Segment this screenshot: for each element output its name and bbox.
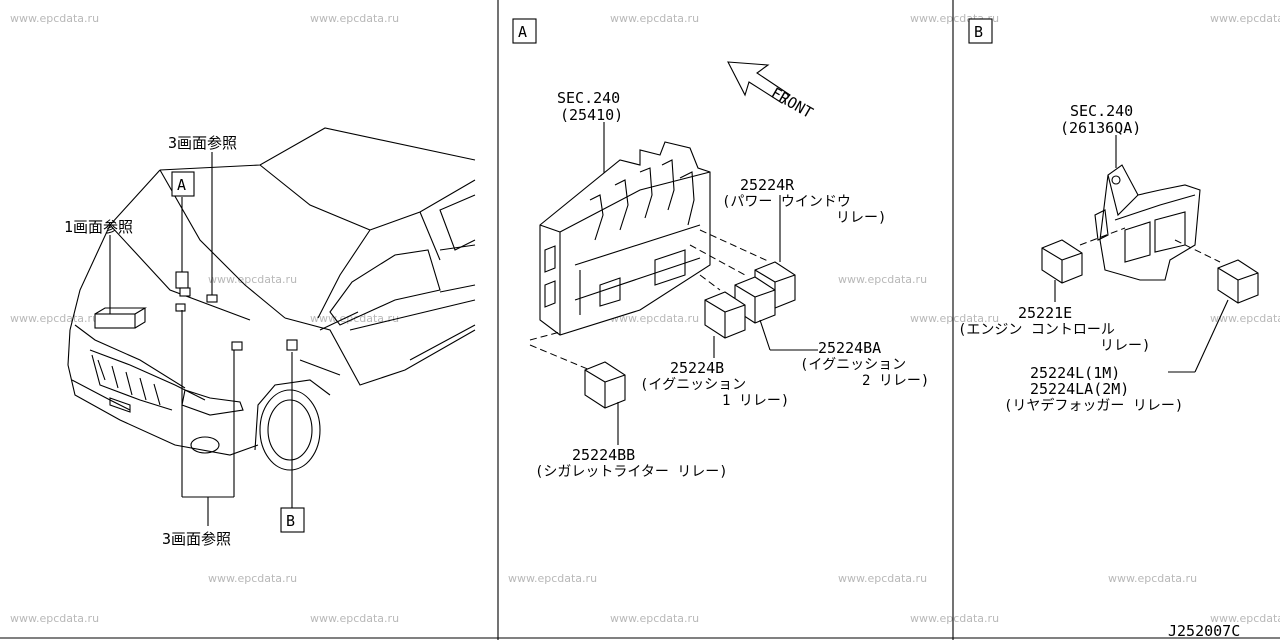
part-25224l-number: 25224L(1M) <box>1030 364 1120 382</box>
sec-part-b: (26136QA) <box>1060 119 1141 137</box>
car-illustration <box>67 127 476 471</box>
panel-b-box-label: B <box>974 23 983 41</box>
panel-a-box-label: A <box>518 23 527 41</box>
box-b-marker-label: B <box>286 512 295 530</box>
sec-part-a: (25410) <box>560 106 623 124</box>
part-25224la-number: 25224LA(2M) <box>1030 380 1129 398</box>
ref-bottom-label: 3画面参照 <box>162 530 231 548</box>
relays-a <box>584 261 796 409</box>
front-label: FRONT <box>768 84 816 122</box>
part-25224ba-desc-1: (イグニッション <box>800 357 906 373</box>
panel-a-box <box>512 18 537 44</box>
relay-b-icon <box>231 341 243 351</box>
watermark: www.epcdata.ru <box>10 12 99 25</box>
watermark: www.epcdata.ru <box>208 572 297 585</box>
watermark: www.epcdata.ru <box>910 612 999 625</box>
part-25224bb-number: 25224BB <box>572 446 635 464</box>
part-25224b-number: 25224B <box>670 359 724 377</box>
box-b-marker <box>280 507 305 533</box>
part-25221e-desc-1: (エンジン コントロール <box>958 322 1115 338</box>
watermark: www.epcdata.ru <box>1210 612 1280 625</box>
ref-top-label: 3画面参照 <box>168 134 237 152</box>
leaders-a <box>617 195 818 445</box>
left-leaders <box>109 152 293 526</box>
part-25224ba-number: 25224BA <box>818 339 881 357</box>
relay-a-icon <box>175 271 189 289</box>
watermark: www.epcdata.ru <box>508 572 597 585</box>
box-a-marker <box>171 171 195 197</box>
sec-ref-a: SEC.240 <box>557 89 620 107</box>
relay-block <box>539 141 711 336</box>
part-25221e-desc-2: リレー) <box>1100 338 1150 354</box>
watermark: www.epcdata.ru <box>610 12 699 25</box>
watermark: www.epcdata.ru <box>10 612 99 625</box>
watermark: www.epcdata.ru <box>838 273 927 286</box>
watermark: www.epcdata.ru <box>910 312 999 325</box>
sec-ref-b: SEC.240 <box>1070 102 1133 120</box>
part-25224bb-desc-1: (シガレットライター リレー) <box>535 464 728 480</box>
guide-lines-a <box>529 229 771 371</box>
watermark: www.epcdata.ru <box>310 612 399 625</box>
watermark: www.epcdata.ru <box>10 312 99 325</box>
leader-b <box>1194 299 1229 373</box>
box-a-marker-label: A <box>177 176 186 194</box>
guide-line-b <box>1079 227 1126 246</box>
part-25224r-number: 25224R <box>740 176 795 194</box>
diagram-code: J252007C <box>1168 622 1240 640</box>
watermark: www.epcdata.ru <box>1210 312 1280 325</box>
guide-line-b <box>1174 239 1221 263</box>
part-25224b-desc-2: 1 リレー) <box>722 393 789 409</box>
watermark: www.epcdata.ru <box>208 273 297 286</box>
watermark: www.epcdata.ru <box>610 312 699 325</box>
part-25221e-number: 25221E <box>1018 304 1072 322</box>
part-25224l-desc: (リヤデフォッガー リレー) <box>1004 397 1183 414</box>
watermark: www.epcdata.ru <box>610 612 699 625</box>
front-arrow-icon: FRONT <box>727 61 816 122</box>
ecm-box-icon <box>94 313 136 329</box>
watermark: www.epcdata.ru <box>310 12 399 25</box>
part-25224r-desc-2: リレー) <box>836 210 886 226</box>
watermark: www.epcdata.ru <box>1108 572 1197 585</box>
part-25224b-desc-1: (イグニッション <box>640 377 746 393</box>
relay-bracket <box>1094 164 1201 281</box>
part-25224r-desc-1: (パワー ウインドウ <box>722 194 851 210</box>
panel-b-box <box>968 18 993 44</box>
ref-left-label: 1画面参照 <box>64 218 133 236</box>
part-25224ba-desc-2: 2 リレー) <box>862 373 929 389</box>
watermark: www.epcdata.ru <box>838 572 927 585</box>
watermark: www.epcdata.ru <box>1210 12 1280 25</box>
